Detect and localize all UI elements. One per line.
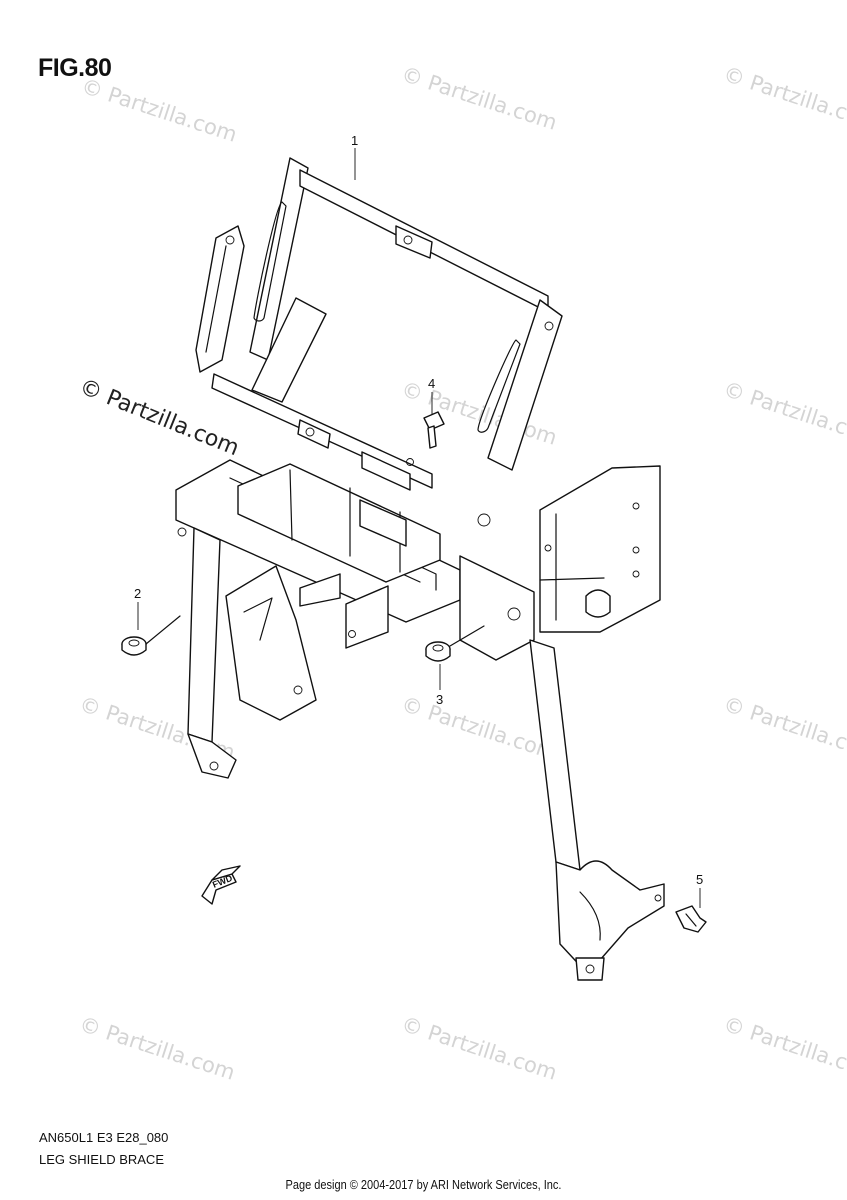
callout-5: 5 [696, 872, 703, 887]
cushion-part-3 [425, 625, 485, 662]
figure-title: FIG.80 [38, 54, 112, 82]
forward-arrow-icon: FWD [201, 865, 241, 905]
bolt-part-4 [423, 411, 445, 449]
callout-2: 2 [134, 586, 141, 601]
cushion-part-2 [121, 615, 181, 656]
watermark: © Partzilla.com [76, 1012, 238, 1085]
callout-4: 4 [428, 376, 435, 391]
watermark: © Partzilla.com [720, 377, 847, 450]
watermark: © Partzilla.com [720, 62, 847, 135]
watermark: © Partzilla.com [720, 1012, 847, 1085]
watermark: © Partzilla.com [720, 692, 847, 765]
copyright-footer: Page design © 2004-2017 by ARI Network S… [285, 1178, 562, 1192]
leg-shield-brace-frame [175, 157, 665, 981]
watermark: © Partzilla.com [398, 692, 560, 765]
watermark: © Partzilla.com [78, 74, 240, 147]
watermark: © Partzilla.com [398, 62, 560, 135]
model-code: AN650L1 E3 E28_080 [39, 1130, 169, 1145]
leader-lines [137, 148, 701, 908]
diagram-name: LEG SHIELD BRACE [39, 1152, 164, 1167]
callout-3: 3 [436, 692, 443, 707]
callout-1: 1 [351, 133, 358, 148]
bolt-part-5 [675, 905, 707, 933]
watermark: © Partzilla.com [398, 1012, 560, 1085]
